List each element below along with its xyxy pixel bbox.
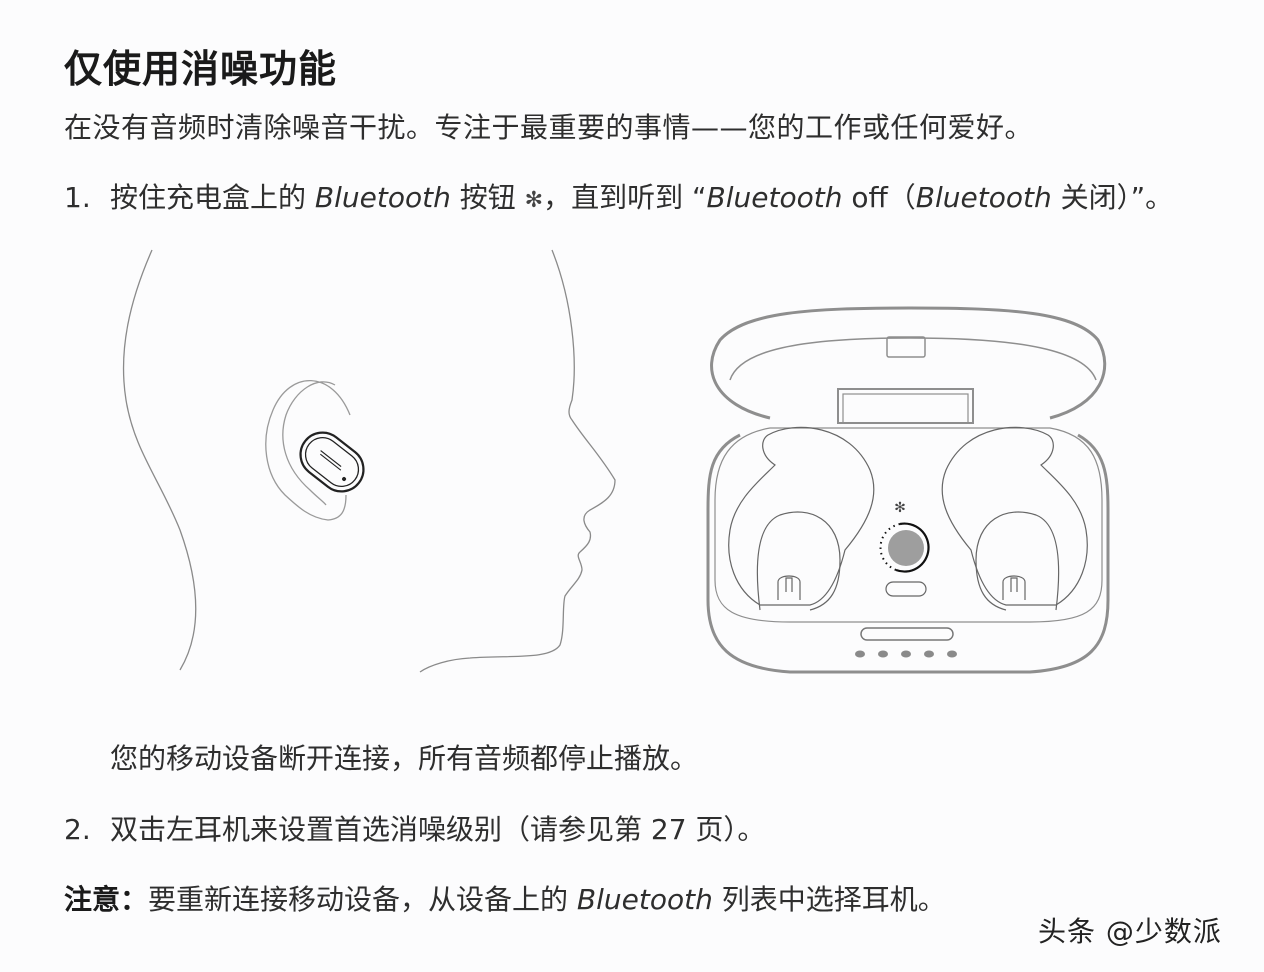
brand-term: Bluetooth	[706, 181, 843, 214]
step-1: 1.按住充电盒上的 Bluetooth 按钮 ✻，直到听到 “Bluetooth…	[64, 176, 1173, 216]
step-text: ，直到听到 “	[543, 181, 707, 214]
note: 注意：要重新连接移动设备，从设备上的 Bluetooth 列表中选择耳机。	[64, 878, 946, 918]
intro-paragraph: 在没有音频时清除噪音干扰。专注于最重要的事情——您的工作或任何爱好。	[64, 111, 1034, 144]
brand-term: Bluetooth	[576, 883, 713, 916]
step-number: 2.	[64, 813, 91, 846]
head-profile-with-earbud-icon	[122, 249, 616, 673]
note-text: 要重新连接移动设备，从设备上的	[148, 883, 577, 916]
brand-term: Bluetooth	[314, 181, 451, 214]
brand-term: Bluetooth	[915, 181, 1052, 214]
svg-text:✻: ✻	[894, 500, 906, 516]
step-1-result: 您的移动设备断开连接，所有音频都停止播放。	[110, 742, 699, 775]
note-text: 列表中选择耳机。	[712, 883, 946, 916]
watermark: 头条 @少数派	[1038, 915, 1222, 948]
page-title: 仅使用消噪功能	[64, 47, 338, 91]
step-text: 双击左耳机来设置首选消噪级别（请参见第 27 页）。	[110, 813, 766, 846]
bluetooth-icon: ✻	[524, 188, 544, 213]
step-text: 按钮	[450, 181, 525, 214]
step-text: 关闭）”。	[1051, 181, 1174, 214]
step-text: 按住充电盒上的	[110, 181, 315, 214]
step-text: off（	[842, 181, 916, 214]
note-label: 注意：	[64, 883, 149, 916]
step-number: 1.	[64, 181, 91, 214]
step-2: 2. 双击左耳机来设置首选消噪级别（请参见第 27 页）。	[64, 808, 765, 848]
charging-case-open-icon: ✻	[706, 306, 1110, 674]
